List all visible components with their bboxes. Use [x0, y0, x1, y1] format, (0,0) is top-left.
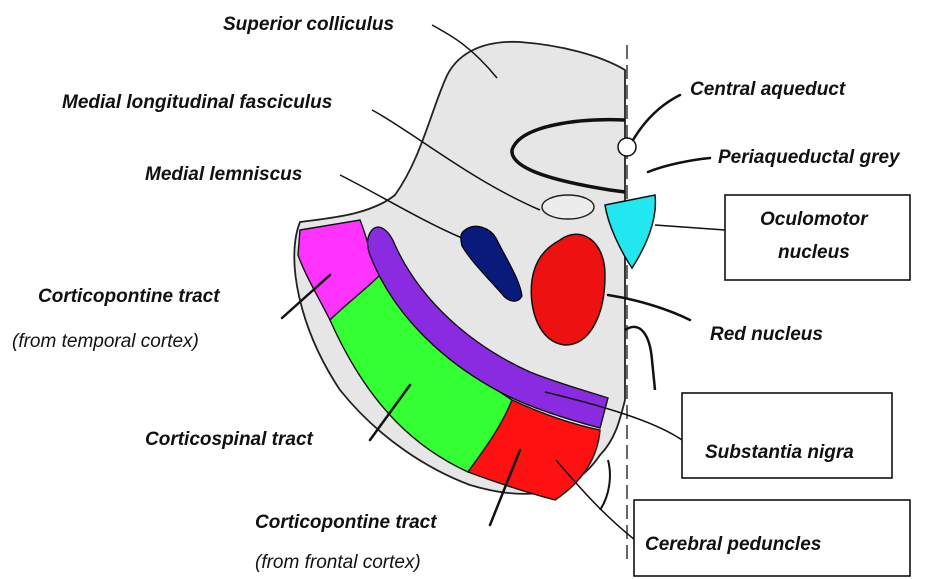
label-superior-colliculus: Superior colliculus — [223, 14, 394, 35]
label-corticopontine-frontal-line1: Corticopontine tract — [255, 512, 437, 533]
peduncle-edge-line — [625, 327, 655, 390]
label-central-aqueduct: Central aqueduct — [690, 79, 846, 100]
label-oculomotor-line1: Oculomotor — [760, 209, 869, 230]
arrow-central-aqueduct — [633, 95, 680, 140]
arrow-oculomotor — [655, 225, 725, 230]
label-corticospinal-tract: Corticospinal tract — [145, 429, 314, 450]
label-corticopontine-temporal-line2: (from temporal cortex) — [12, 331, 199, 352]
label-cerebral-peduncles: Cerebral peduncles — [645, 534, 821, 555]
mlf-shape — [542, 195, 594, 219]
label-medial-lemniscus: Medial lemniscus — [145, 164, 302, 185]
oculomotor-label-box — [725, 195, 910, 280]
substantia-nigra-label-box — [682, 393, 892, 478]
label-periaqueductal-grey: Periaqueductal grey — [718, 147, 901, 168]
label-substantia-nigra: Substantia nigra — [705, 442, 854, 463]
label-corticopontine-temporal-line1: Corticopontine tract — [38, 286, 220, 307]
peduncle-lower-line — [600, 460, 610, 510]
label-red-nucleus: Red nucleus — [710, 324, 823, 345]
label-corticopontine-frontal-line2: (from frontal cortex) — [255, 552, 421, 573]
arrow-periaqueductal — [648, 158, 710, 172]
label-medial-longitudinal-fasciculus: Medial longitudinal fasciculus — [62, 92, 332, 113]
label-oculomotor-line2: nucleus — [778, 242, 850, 263]
